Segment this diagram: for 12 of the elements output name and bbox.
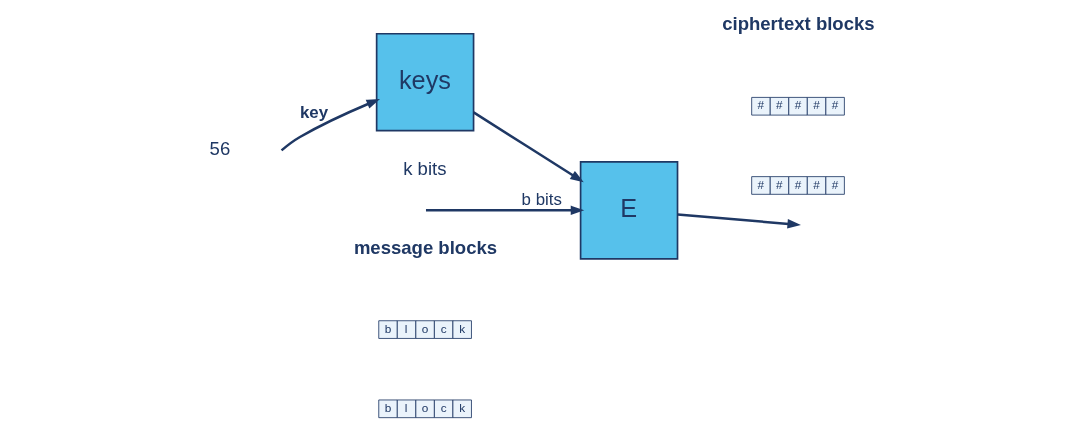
- label: ciphertext blocks: [722, 13, 875, 35]
- node-box: keys: [375, 32, 475, 132]
- arrow: [677, 213, 801, 229]
- label: k bits: [403, 158, 447, 180]
- arrow: [426, 205, 585, 216]
- edge-label: b bits: [521, 190, 562, 210]
- edge-label: key: [299, 102, 329, 122]
- arrow: [472, 111, 584, 183]
- arrow: [280, 99, 380, 152]
- label: 56: [209, 138, 231, 160]
- node-box: E: [579, 161, 679, 260]
- label: message blocks: [353, 236, 498, 258]
